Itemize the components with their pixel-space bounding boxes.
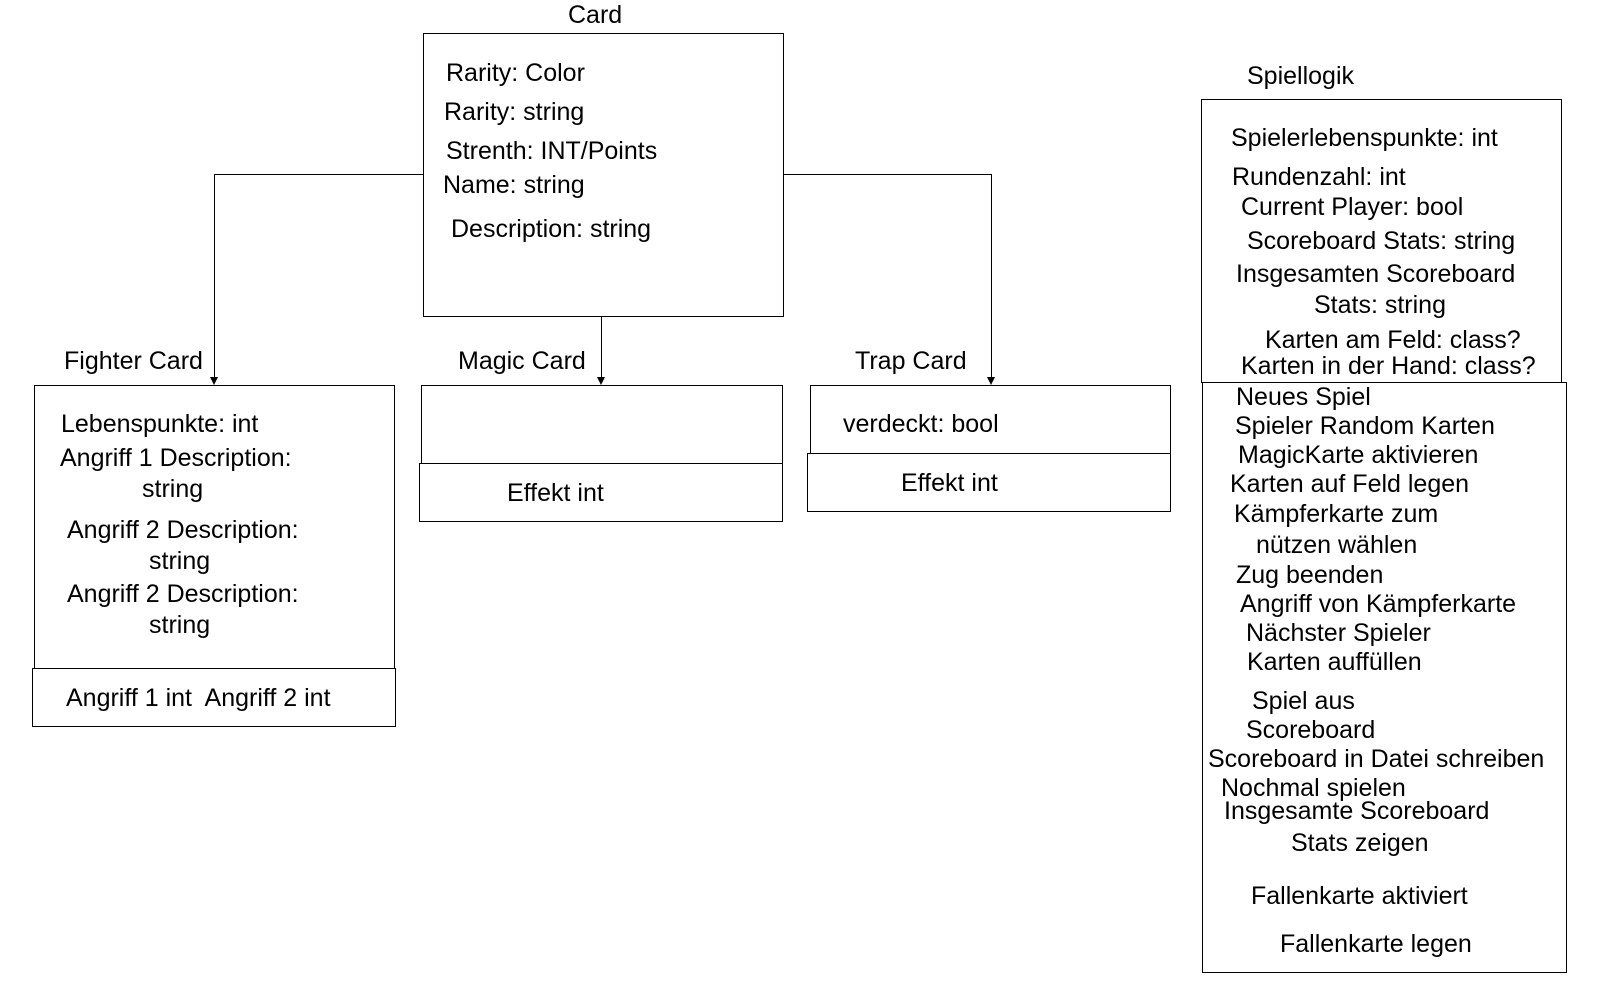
spiellogik-attribute: Stats: string: [1314, 291, 1446, 319]
spiellogik-method: Angriff von Kämpferkarte: [1240, 590, 1517, 618]
spiellogik-attribute: Karten am Feld: class?: [1265, 326, 1521, 354]
fighter-card-attribute: Angriff 2 Description:: [67, 580, 299, 608]
spiellogik-methods-box: [1202, 382, 1567, 973]
fighter-card-attribute: Lebenspunkte: int: [61, 410, 259, 438]
spiellogik-attribute: Scoreboard Stats: string: [1247, 227, 1516, 255]
card-box: [423, 33, 784, 317]
spiellogik-method: Karten auffüllen: [1247, 648, 1422, 676]
spiellogik-attribute: Karten in der Hand: class?: [1241, 352, 1536, 380]
spiellogik-method: nützen wählen: [1256, 531, 1418, 559]
trap-card-method: Effekt int: [901, 469, 998, 497]
spiellogik-method: Zug beenden: [1236, 561, 1384, 589]
spiellogik-method: Stats zeigen: [1291, 829, 1429, 857]
magic-card-method: Effekt int: [507, 479, 604, 507]
card-attribute: Rarity: string: [444, 98, 585, 126]
spiellogik-method: Insgesamte Scoreboard: [1224, 797, 1490, 825]
spiellogik-method: Fallenkarte aktiviert: [1251, 882, 1468, 910]
spiellogik-method: Karten auf Feld legen: [1230, 470, 1470, 498]
fighter-card-title: Fighter Card: [64, 347, 203, 375]
magic-card-methods-box: [419, 463, 783, 522]
fighter-card-methods-box: [32, 668, 396, 727]
magic-card-title: Magic Card: [458, 347, 586, 375]
connector-card-fighter-h: [214, 174, 423, 175]
spiellogik-attributes-box: [1201, 99, 1562, 383]
magic-card-attributes-box: [421, 385, 783, 464]
spiellogik-method: Spiel aus: [1252, 687, 1355, 715]
spiellogik-method: Scoreboard: [1246, 716, 1376, 744]
spiellogik-title: Spiellogik: [1247, 62, 1355, 90]
connector-card-fighter-v: [214, 174, 215, 378]
trap-card-title: Trap Card: [855, 347, 967, 375]
fighter-card-attributes-box: [34, 385, 395, 669]
trap-card-attributes-box: [810, 385, 1171, 455]
fighter-card-attribute: string: [149, 611, 211, 639]
spiellogik-method: Neues Spiel: [1236, 383, 1371, 411]
trap-card-attribute: verdeckt: bool: [843, 410, 999, 438]
spiellogik-attribute: Rundenzahl: int: [1232, 163, 1406, 191]
spiellogik-method: Nochmal spielen: [1221, 774, 1406, 802]
spiellogik-attribute: Spielerlebenspunkte: int: [1231, 124, 1498, 152]
connector-card-magic-v: [601, 317, 602, 378]
trap-card-methods-box: [807, 453, 1171, 512]
spiellogik-method: Nächster Spieler: [1246, 619, 1431, 647]
fighter-card-attribute: string: [142, 475, 204, 503]
spiellogik-method: Kämpferkarte zum: [1234, 500, 1439, 528]
spiellogik-attribute: Insgesamten Scoreboard: [1236, 260, 1516, 288]
spiellogik-method: MagicKarte aktivieren: [1238, 441, 1479, 469]
connector-card-trap-h: [784, 174, 992, 175]
spiellogik-method: Fallenkarte legen: [1280, 930, 1472, 958]
card-attribute: Name: string: [443, 171, 585, 199]
spiellogik-method: Scoreboard in Datei schreiben: [1208, 745, 1545, 773]
fighter-card-attribute: Angriff 2 Description:: [67, 516, 299, 544]
card-attribute: Description: string: [451, 215, 652, 243]
card-attribute: Strenth: INT/Points: [446, 137, 658, 165]
arrowhead-fighter: [210, 377, 218, 385]
fighter-card-attribute: Angriff 1 Description:: [60, 444, 292, 472]
spiellogik-method: Spieler Random Karten: [1235, 412, 1495, 440]
card-attribute: Rarity: Color: [446, 59, 585, 87]
spiellogik-attribute: Current Player: bool: [1241, 193, 1464, 221]
fighter-card-attribute: string: [149, 547, 211, 575]
fighter-card-method: Angriff 1 int Angriff 2 int: [66, 684, 331, 712]
arrowhead-trap: [987, 377, 995, 385]
arrowhead-magic: [597, 377, 605, 385]
card-title: Card: [568, 1, 623, 29]
connector-card-trap-v: [991, 174, 992, 378]
